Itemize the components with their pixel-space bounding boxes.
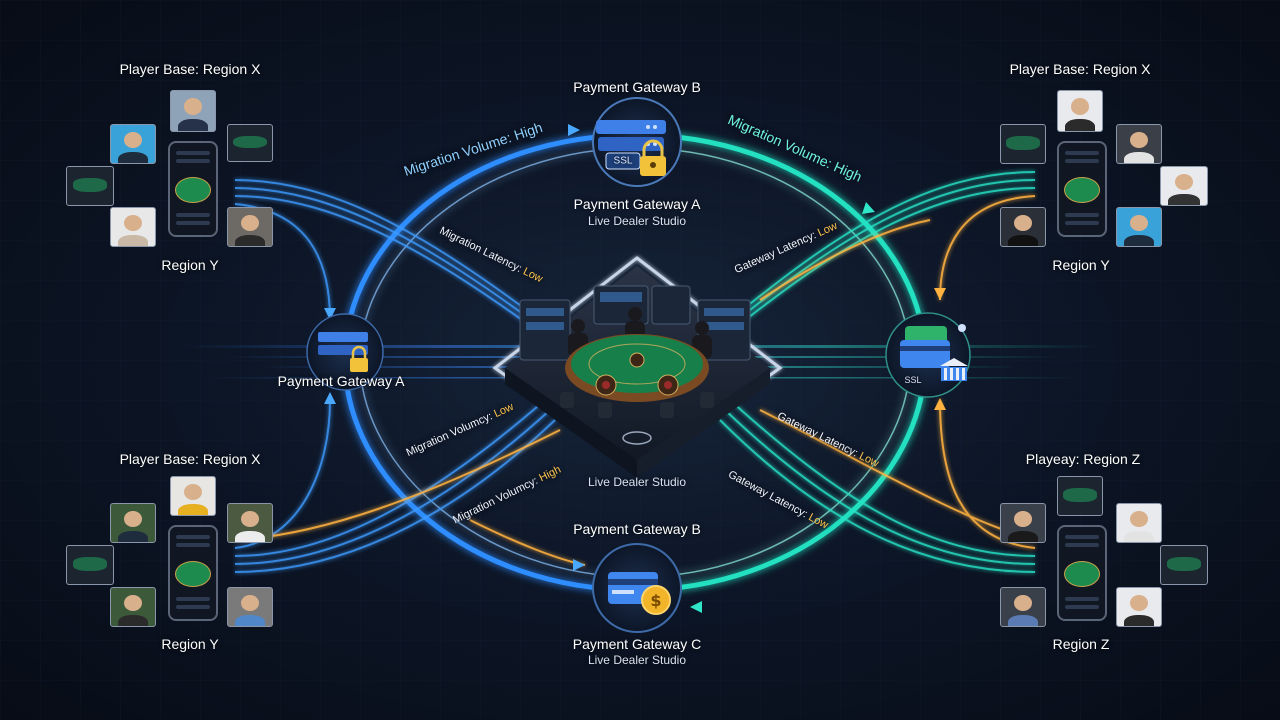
player-tile xyxy=(1160,545,1208,585)
flow-arrows-cyan xyxy=(690,202,875,613)
bottom-gateway-studio-label: Live Dealer Studio xyxy=(587,653,687,667)
player-tile xyxy=(110,207,156,247)
top-right-cluster-title: Player Base: Region X xyxy=(1009,61,1151,77)
player-tile xyxy=(1116,503,1162,543)
player-tile xyxy=(1000,587,1046,627)
player-tile xyxy=(170,476,216,516)
player-tile xyxy=(227,503,273,543)
player-tile xyxy=(110,587,156,627)
player-tile xyxy=(1000,207,1046,247)
bank-icon xyxy=(940,358,968,381)
player-tile xyxy=(170,90,216,132)
bottom-gateway-node: $ xyxy=(592,543,682,633)
bottom-left-cluster-title: Player Base: Region X xyxy=(119,451,261,467)
flow-arrows-orange xyxy=(934,288,946,410)
player-tile xyxy=(1116,207,1162,247)
top-gateway-title: Payment Gateway B xyxy=(573,79,701,95)
server-rack-icon xyxy=(596,120,666,151)
player-tile xyxy=(1116,124,1162,164)
bottom-right-cluster-title: Playeay: Region Z xyxy=(1025,451,1141,467)
right-gateway-node xyxy=(885,312,971,398)
svg-text:$: $ xyxy=(650,591,661,610)
bottom-right-region-label: Region Z xyxy=(1052,636,1110,652)
player-tile xyxy=(227,207,273,247)
left-gateway-node xyxy=(306,313,384,391)
flow-arrows xyxy=(324,124,585,571)
live-dealer-studio-platform xyxy=(492,256,783,478)
top-right-region-label: Region Y xyxy=(1052,257,1110,273)
player-tile xyxy=(1057,90,1103,132)
player-tile xyxy=(66,545,114,585)
left-flow-lines xyxy=(234,179,556,573)
player-tile xyxy=(66,166,114,206)
padlock-icon xyxy=(350,345,368,372)
bottom-left-region-label: Region Y xyxy=(161,636,219,652)
top-gateway-studio-label: Live Dealer Studio xyxy=(587,214,687,228)
player-tile xyxy=(1000,503,1046,543)
top-gateway-node xyxy=(592,97,682,187)
padlock-icon xyxy=(640,139,666,176)
top-left-cluster-title: Player Base: Region X xyxy=(119,61,261,77)
player-tile xyxy=(227,587,273,627)
player-tile xyxy=(110,124,156,164)
phone-casino-app xyxy=(168,525,218,621)
bottom-gateway-subtitle: Payment Gateway C xyxy=(572,636,702,652)
player-tile xyxy=(1160,166,1208,206)
player-tile xyxy=(227,124,273,162)
phone-casino-app xyxy=(1057,525,1107,621)
bottom-gateway-title: Payment Gateway B xyxy=(573,521,701,537)
left-gateway-label: Payment Gateway A xyxy=(277,373,405,389)
phone-casino-app xyxy=(1057,141,1107,237)
player-tile xyxy=(1057,476,1103,516)
top-ssl-badge: SSL xyxy=(613,155,633,167)
player-tile xyxy=(110,503,156,543)
top-left-region-label: Region Y xyxy=(161,257,219,273)
player-tile xyxy=(1000,124,1046,164)
credit-card-icon xyxy=(900,326,950,368)
player-tile xyxy=(1116,587,1162,627)
dollar-coin-icon: $ xyxy=(641,585,671,615)
right-flow-lines xyxy=(719,171,1036,573)
top-gateway-subtitle: Payment Gateway A xyxy=(573,196,701,212)
center-studio-label: Live Dealer Studio xyxy=(587,475,687,489)
right-ssl-badge: SSL xyxy=(904,375,922,385)
phone-casino-app xyxy=(168,141,218,237)
